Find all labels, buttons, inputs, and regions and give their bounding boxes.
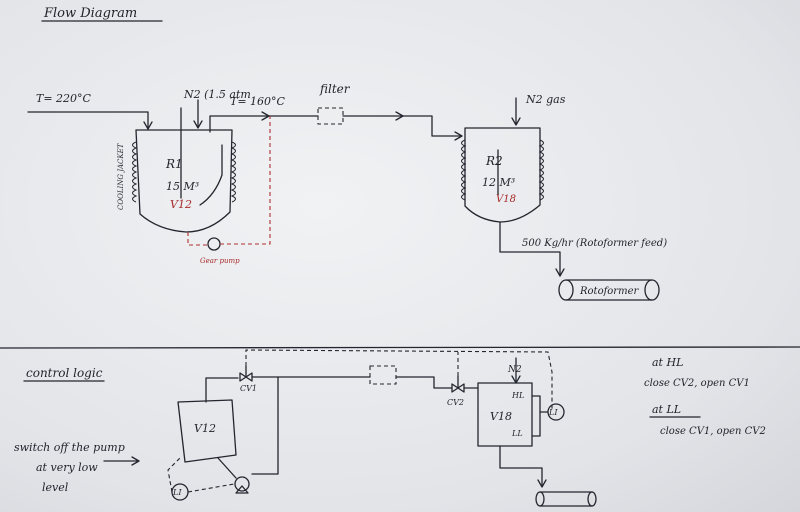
rotoformer-right-end	[644, 279, 660, 301]
pump-return-line	[220, 116, 271, 245]
control-rotoformer-left	[535, 491, 545, 507]
r1-volume: 15 M³	[166, 180, 199, 193]
ll-marker: LL	[511, 429, 523, 438]
cv2-label: CV2	[447, 398, 464, 407]
n2-arrow-r1	[193, 120, 203, 129]
v18-outlet-arrow	[537, 479, 547, 488]
r1-vessel-tag: V12	[170, 198, 192, 211]
r2-jacket-right	[538, 139, 544, 201]
r1-dip-tube	[199, 144, 223, 206]
control-rotoformer-right	[587, 491, 597, 507]
level-indicator-right	[547, 403, 565, 421]
filter-to-r2-line	[342, 115, 461, 137]
rotoformer-left-end	[558, 279, 574, 301]
section-divider	[0, 346, 800, 349]
v18-label: V18	[490, 410, 512, 423]
cv2-valve-icon	[451, 383, 465, 393]
reactor-r2	[464, 127, 541, 223]
r2-outlet-line	[499, 221, 561, 277]
control-filter-box	[369, 365, 397, 385]
pump-note-arrow	[103, 456, 140, 466]
r2-vessel-tag: V18	[496, 194, 516, 205]
r1-label: R1	[165, 157, 183, 171]
r1-outlet-line	[209, 115, 319, 133]
at-hl-label: at HL	[652, 356, 683, 369]
r2-inlet-arrow	[454, 131, 463, 141]
n2-v18-label: N2	[507, 365, 522, 375]
v12-tank	[177, 399, 237, 463]
cooling-jacket-left	[132, 141, 138, 203]
li-to-pump-signal	[187, 483, 235, 493]
control-rotoformer-drum	[539, 491, 593, 507]
flow-diagram-title: Flow Diagram	[43, 6, 137, 21]
outlet-arrow	[261, 111, 270, 121]
control-logic-title: control logic	[26, 366, 103, 380]
at-ll-label: at LL	[652, 403, 681, 416]
li-left-label: LI	[172, 488, 182, 497]
pump-note-line-1: switch off the pump	[14, 441, 125, 454]
gear-pump-label: Gear pump	[200, 257, 240, 265]
control-signal-loop	[245, 349, 553, 410]
li-left-signal	[167, 457, 181, 493]
feed-arrow	[143, 121, 153, 130]
feed-rate-label: 500 Kg/hr (Rotoformer feed)	[522, 238, 667, 249]
control-pump-icon	[234, 476, 250, 492]
li-right-label: LI	[548, 408, 558, 417]
pump-suction-line	[187, 232, 208, 246]
rotoformer-arrow	[555, 268, 565, 277]
n2-arrow-r2	[511, 117, 521, 126]
n2-gas-label: N2 gas	[525, 93, 566, 106]
v12-label: V12	[194, 422, 216, 435]
rotoformer-label: Rotoformer	[579, 286, 639, 297]
v18-outlet-line	[499, 445, 543, 487]
hl-marker: HL	[511, 391, 524, 400]
outlet-temperature: T= 160°C	[230, 95, 286, 108]
r2-jacket-left	[461, 139, 467, 201]
r2-volume: 12 M³	[482, 176, 515, 189]
filter-box	[317, 107, 344, 125]
hl-action: close CV2, open CV1	[644, 378, 750, 389]
cv1-label: CV1	[240, 384, 257, 393]
n2-pressure-label: N2 (1.5 atm	[183, 88, 251, 101]
feed-line	[27, 111, 149, 129]
r2-label: R2	[485, 154, 503, 168]
level-bridle	[531, 395, 541, 437]
recycle-line	[251, 376, 279, 475]
gear-pump-icon	[207, 237, 221, 251]
feed-temperature: T= 220°C	[36, 92, 92, 105]
filter-to-cv2-line	[395, 376, 453, 389]
ll-action: close CV1, open CV2	[660, 426, 766, 437]
pump-base-icon	[235, 485, 249, 494]
v18-tank	[477, 382, 533, 447]
cooling-jacket-label: COOLING JACKET	[117, 142, 125, 210]
pump-note-line-3: level	[42, 481, 69, 494]
pump-note-line-2: at very low	[36, 461, 98, 474]
filter-label: filter	[319, 82, 351, 96]
reactor-r1	[135, 129, 233, 233]
filter-arrow	[395, 111, 404, 121]
n2-arrow-v18	[511, 375, 521, 384]
pump-suction-control	[217, 457, 237, 479]
cv1-valve-icon	[239, 372, 253, 382]
cooling-jacket-right	[230, 141, 236, 203]
rotoformer-drum	[565, 279, 653, 301]
v12-outlet-line	[205, 377, 239, 403]
